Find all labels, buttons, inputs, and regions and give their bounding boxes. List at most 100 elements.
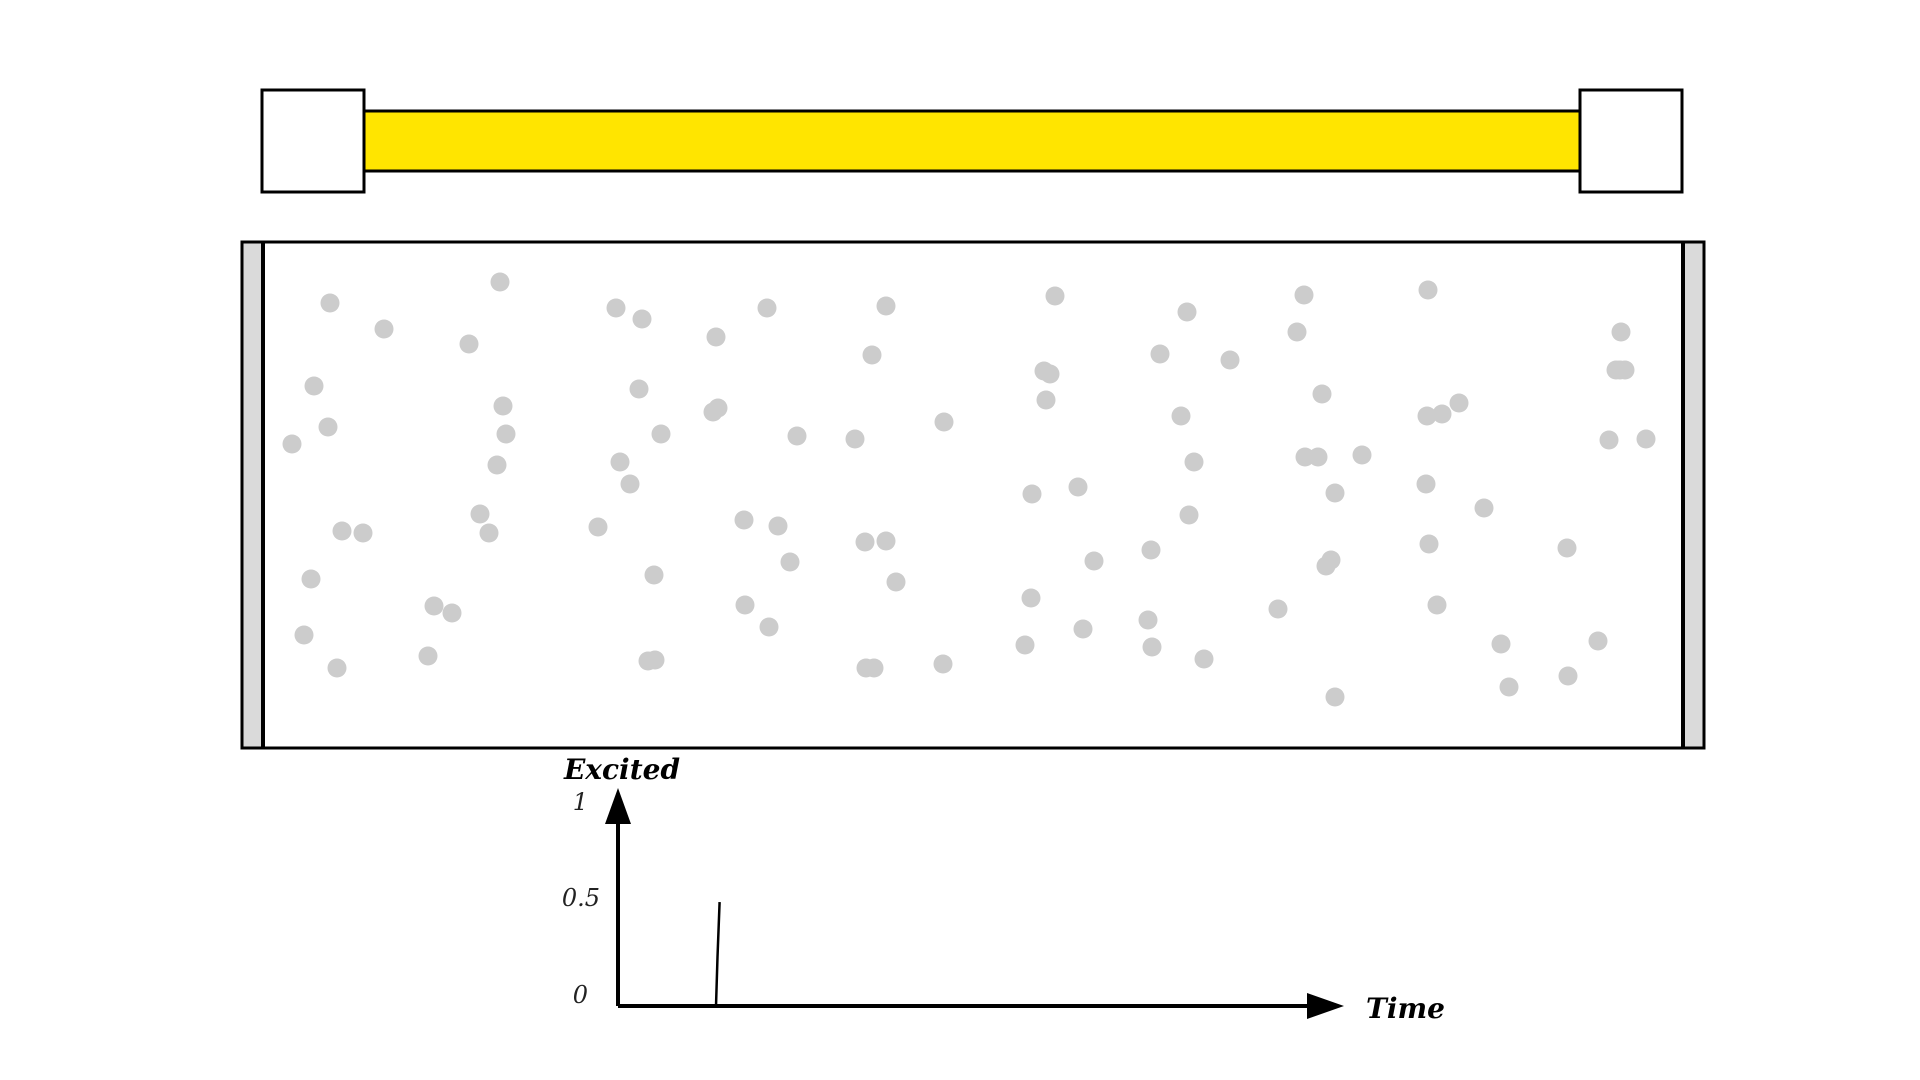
gas-particle [496, 424, 516, 444]
gas-particle [862, 345, 882, 365]
gas-particle [1015, 635, 1035, 655]
gas-particle [1599, 430, 1619, 450]
gas-particle [1295, 447, 1315, 467]
gas-particle [787, 426, 807, 446]
gas-chamber [240, 240, 1706, 750]
gas-particle [845, 429, 865, 449]
gas-particle [1184, 452, 1204, 472]
gas-particle [886, 572, 906, 592]
x-axis-title: Time [1366, 992, 1445, 1025]
gas-particle [1268, 599, 1288, 619]
gas-particle [1022, 484, 1042, 504]
gas-particle [493, 396, 513, 416]
gas-particle [442, 603, 462, 623]
gas-particle [1308, 447, 1328, 467]
gas-particle [1325, 483, 1345, 503]
gas-particle [301, 569, 321, 589]
gas-particle [1611, 322, 1631, 342]
y-tick-label-1: 1 [573, 788, 588, 816]
gas-particle [1312, 384, 1332, 404]
gas-particle [1036, 390, 1056, 410]
gas-particle [332, 521, 352, 541]
gas-particle [644, 565, 664, 585]
gas-particle [757, 298, 777, 318]
gas-particle [1636, 429, 1656, 449]
gas-particle [320, 293, 340, 313]
gas-particle [1474, 498, 1494, 518]
gas-particle [759, 617, 779, 637]
excited-series-line [714, 902, 721, 1007]
gas-particle [1294, 285, 1314, 305]
gas-particle [1138, 610, 1158, 630]
y-axis-title: Excited [563, 753, 680, 786]
gas-particle [1141, 540, 1161, 560]
gas-particle [735, 595, 755, 615]
gas-particle [1325, 687, 1345, 707]
gas-particle [934, 412, 954, 432]
gas-particle [1150, 344, 1170, 364]
gas-particle [318, 417, 338, 437]
gas-particle [1606, 360, 1626, 380]
gas-particle [610, 452, 630, 472]
x-axis-arrowhead [1307, 993, 1344, 1019]
gas-particle [620, 474, 640, 494]
gas-particle [706, 327, 726, 347]
gas-particle [424, 596, 444, 616]
excitation-plot: Excited Time 0 0.5 1 [562, 753, 1445, 1025]
y-tick-label-0: 0 [573, 981, 588, 1009]
gas-particle [1588, 631, 1608, 651]
gas-particle [1045, 286, 1065, 306]
gas-particle [703, 402, 723, 422]
gas-particle [1073, 619, 1093, 639]
gas-particle [780, 552, 800, 572]
gas-particle [1557, 538, 1577, 558]
gas-particle [1417, 406, 1437, 426]
right-mirror-wall [1683, 242, 1704, 748]
light-tube-assembly [260, 88, 1684, 194]
gas-particle [1177, 302, 1197, 322]
gas-particle [1171, 406, 1191, 426]
gas-particle [638, 651, 658, 671]
gas-particle [855, 532, 875, 552]
light-tube [362, 109, 1582, 173]
gas-particle [1558, 666, 1578, 686]
gas-particle [629, 379, 649, 399]
y-tick-label-0.5: 0.5 [562, 884, 600, 912]
gas-particle [470, 504, 490, 524]
gas-particle [418, 646, 438, 666]
gas-particle [1287, 322, 1307, 342]
gas-particle [1040, 364, 1060, 384]
gas-particle [327, 658, 347, 678]
tube-left-end-cap [260, 88, 366, 194]
gas-particle [374, 319, 394, 339]
gas-particle [933, 654, 953, 674]
chamber-outline [240, 240, 1706, 750]
gas-particle [1427, 595, 1447, 615]
gas-particle [1084, 551, 1104, 571]
gas-particle [1432, 404, 1452, 424]
gas-particle [1416, 474, 1436, 494]
gas-particle [876, 296, 896, 316]
tube-right-end-cap [1578, 88, 1684, 194]
left-mirror-wall [242, 242, 263, 748]
gas-particle [1449, 393, 1469, 413]
gas-particle [588, 517, 608, 537]
y-axis-arrowhead [605, 788, 631, 824]
gas-particle [282, 434, 302, 454]
gas-particle [1316, 556, 1336, 576]
gas-particle [1419, 534, 1439, 554]
gas-particle [487, 455, 507, 475]
gas-particle [353, 523, 373, 543]
gas-particle [651, 424, 671, 444]
gas-particle [1068, 477, 1088, 497]
gas-particle [632, 309, 652, 329]
gas-particle [1021, 588, 1041, 608]
gas-particle [304, 376, 324, 396]
gas-particle [479, 523, 499, 543]
gas-particle [1499, 677, 1519, 697]
gas-particle [1194, 649, 1214, 669]
gas-particle [1142, 637, 1162, 657]
gas-particle [1491, 634, 1511, 654]
gas-particle [734, 510, 754, 530]
